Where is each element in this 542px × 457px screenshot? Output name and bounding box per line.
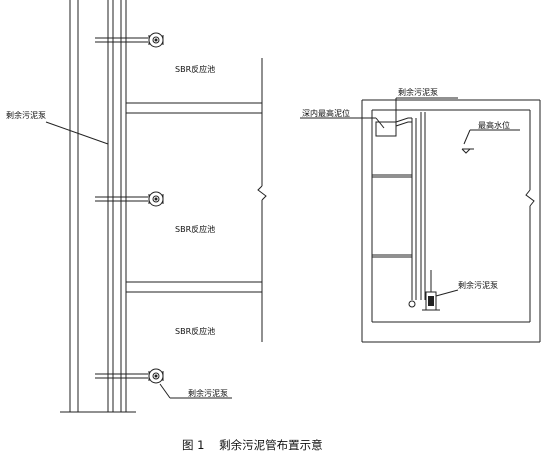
left-tank-walls	[126, 58, 267, 342]
tank-label-2: SBR反应池	[175, 224, 215, 234]
pump-dot-2	[154, 197, 158, 201]
water-level-mark	[461, 129, 520, 154]
pump-dot-3	[154, 374, 158, 378]
pump-branch-3	[95, 368, 164, 384]
figure-caption: 图 1 剩余污泥管布置示意	[182, 438, 323, 452]
pump-dot-1	[154, 38, 158, 42]
pump-branch-1	[95, 32, 164, 48]
pump-branch-2	[95, 191, 164, 207]
left-vertical-pipes	[60, 0, 136, 413]
submersible-pump	[408, 270, 459, 311]
tank-label-3: SBR反应池	[175, 326, 215, 336]
right-pump-label-top: 剩余污泥泵	[398, 87, 438, 97]
pit-level-label: 深内最高泥位	[302, 108, 350, 118]
right-riser-pipes	[372, 112, 426, 300]
tank-label-1: SBR反应池	[175, 64, 215, 74]
right-pit-walls	[361, 99, 541, 343]
pump-body	[428, 296, 434, 306]
pit-sludge-box	[375, 121, 397, 137]
left-pipe-label: 剩余污泥泵	[6, 110, 46, 120]
left-pump-label: 剩余污泥泵	[188, 388, 228, 398]
water-level-label: 最高水位	[478, 120, 510, 130]
left-leader-lines	[45, 121, 232, 399]
right-leader-lines	[300, 97, 458, 129]
right-pump-label-bottom: 剩余污泥泵	[458, 280, 498, 290]
